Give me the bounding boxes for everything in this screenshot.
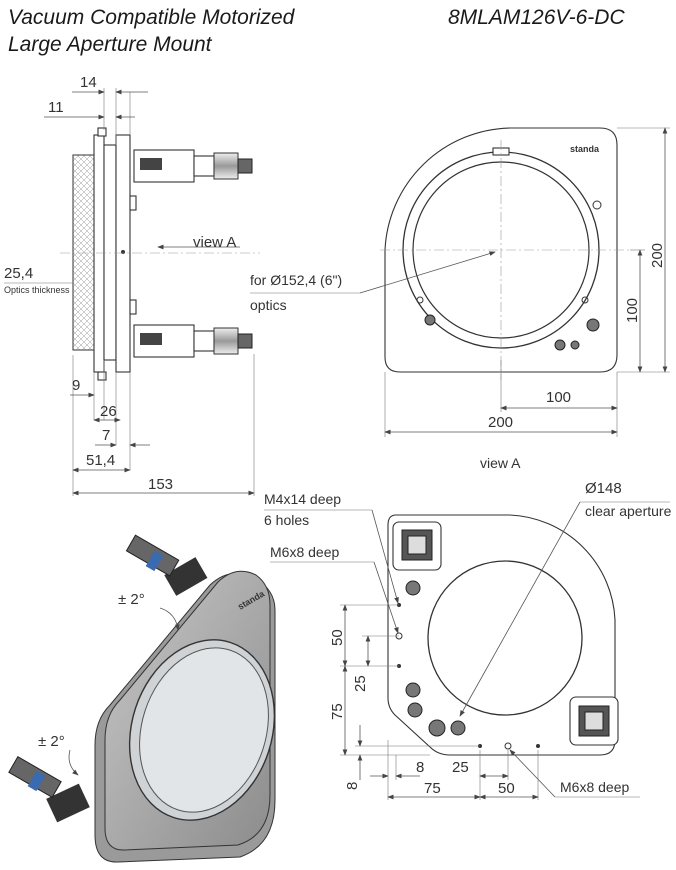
optics-word: optics [250, 297, 287, 313]
dim-optics-thickness: 25,4 [4, 265, 33, 282]
thread-m4-count: 6 holes [264, 512, 309, 528]
dim-51-4: 51,4 [86, 452, 115, 469]
dim-14: 14 [80, 74, 97, 91]
dim-100-horizontal: 100 [546, 389, 571, 406]
model-number: 8MLAM126V-6-DC [448, 6, 625, 29]
dim-8-horizontal: 8 [416, 759, 424, 776]
tilt-top-label: ± 2° [118, 591, 145, 608]
dim-200-horizontal: 200 [488, 414, 513, 431]
dim-9: 9 [72, 377, 80, 394]
view-a-plate [387, 514, 616, 756]
aperture-label: clear aperture [585, 503, 672, 519]
title-line-2: Large Aperture Mount [8, 33, 212, 56]
thread-m6-bottom-label: M6x8 deep [560, 779, 629, 795]
dim-7: 7 [102, 427, 110, 444]
front-brand: standa [570, 144, 600, 154]
side-view: view A 14 11 25,4 Optics thickness 9 26 … [4, 74, 260, 496]
dim-11: 11 [48, 99, 64, 116]
dim-50-vertical: 50 [329, 629, 346, 646]
dim-26: 26 [100, 403, 117, 420]
optics-size-label: for Ø152,4 (6") [250, 272, 342, 288]
clear-aperture-circle [427, 560, 583, 716]
view-a-arrow-label: view A [193, 234, 236, 251]
dim-25-horizontal: 25 [452, 759, 469, 776]
dim-75-vertical: 75 [329, 703, 346, 720]
dim-100-vertical: 100 [624, 298, 641, 323]
dim-50-horizontal: 50 [498, 780, 515, 797]
aperture-diameter: Ø148 [585, 480, 622, 497]
view-a-heading: view A [480, 455, 521, 471]
dim-8-vertical: 8 [344, 782, 361, 790]
dim-75-horizontal: 75 [424, 780, 441, 797]
view-a: view A Ø148 clear aperture M4x14 deep 6 … [264, 455, 672, 800]
title-line-1: Vacuum Compatible Motorized [8, 6, 295, 29]
front-plate [93, 134, 105, 373]
dim-200-vertical: 200 [649, 243, 666, 268]
optics-thickness-label: Optics thickness [4, 285, 70, 295]
front-view: standa for Ø152,4 (6") optics 200 100 10… [250, 127, 670, 437]
iso-view: standa ± 2° ± 2° [8, 534, 276, 863]
dim-25-vertical: 25 [352, 675, 369, 692]
thread-m6-label: M6x8 deep [270, 544, 339, 560]
thread-m4-label: M4x14 deep [264, 491, 341, 507]
tilt-left-label: ± 2° [38, 733, 65, 750]
middle-plate [103, 144, 117, 361]
dim-153: 153 [148, 476, 173, 493]
